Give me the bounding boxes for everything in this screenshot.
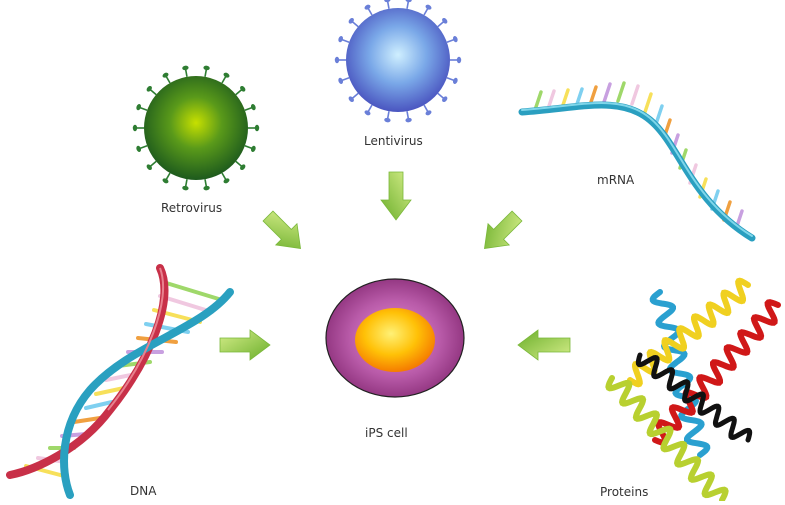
retrovirus-label: Retrovirus <box>161 201 223 215</box>
arrow-icon <box>219 329 271 361</box>
dna-label: DNA <box>130 484 157 498</box>
mrna-label: mRNA <box>597 173 635 187</box>
lentivirus-label: Lentivirus <box>364 134 423 148</box>
arrow-icon <box>262 210 301 249</box>
retrovirus-icon <box>132 65 260 191</box>
dna-icon <box>6 264 234 499</box>
proteins-label: Proteins <box>600 485 649 499</box>
arrow-icon <box>484 210 523 249</box>
ips-cell-label: iPS cell <box>365 426 408 440</box>
lentivirus-icon <box>334 0 462 123</box>
arrow-icon <box>380 171 412 221</box>
mrna-icon <box>518 81 756 242</box>
ips-cell-icon <box>325 278 465 398</box>
arrow-icon <box>517 329 571 361</box>
proteins-icon <box>605 277 781 503</box>
